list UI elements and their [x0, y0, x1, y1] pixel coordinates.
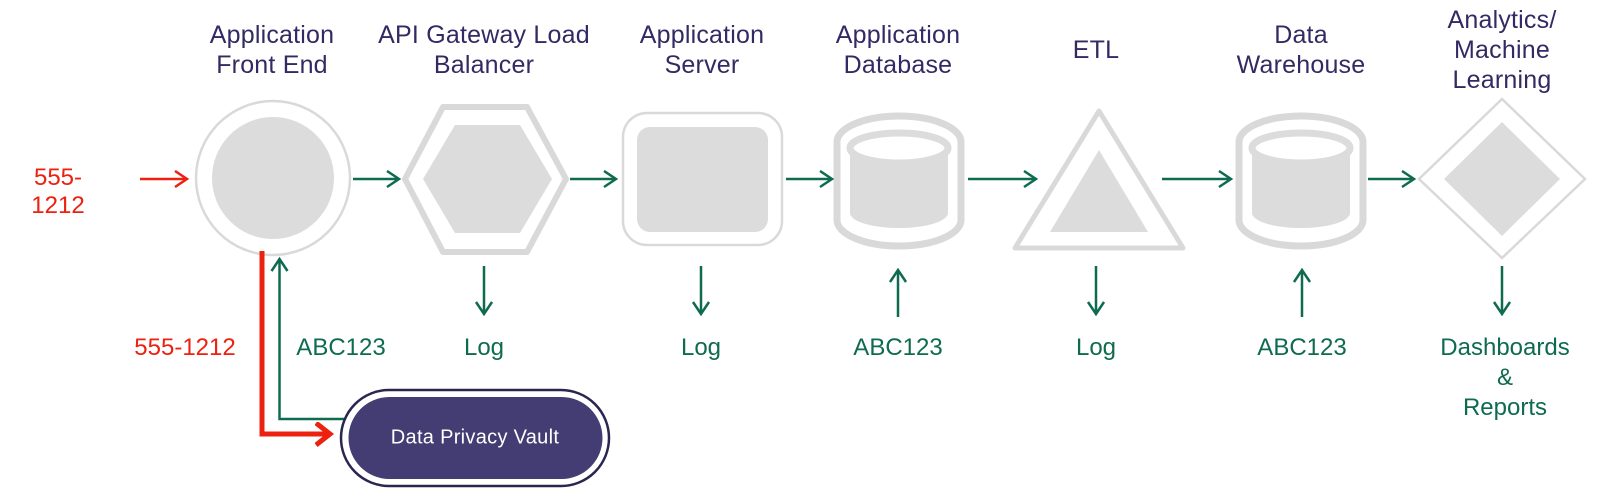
red-elbow-frontend-to-vault	[259, 251, 330, 434]
node-label-etl: ETL	[1072, 36, 1120, 64]
node-label-data-warehouse: Data Warehouse	[1236, 21, 1366, 79]
annotation-analytics-dashboards: Dashboards & Reports	[1440, 334, 1570, 421]
annotation-database-token: ABC123	[853, 334, 943, 361]
cylinder-shape-application-database	[833, 112, 965, 250]
data-privacy-vault-label: Data Privacy Vault	[390, 426, 560, 449]
annotation-warehouse-token: ABC123	[1257, 334, 1347, 361]
node-label-application-server: Application Server	[639, 21, 765, 79]
node-label-api-gateway-load-balancer: API Gateway Load Balancer	[378, 21, 590, 79]
rounded-rectangle-shape-application-server	[621, 111, 784, 247]
annotation-etl-log: Log	[1075, 334, 1117, 361]
cylinder-shape-data-warehouse	[1235, 112, 1367, 250]
annotation-gateway-log: Log	[463, 334, 505, 361]
annotation-server-log: Log	[680, 334, 722, 361]
input-value-label: 555-1212	[31, 164, 85, 219]
diamond-shape-analytics-machine-learning	[1417, 97, 1587, 260]
hexagon-shape-api-gateway-load-balancer	[402, 104, 569, 255]
node-label-application-front-end: Application Front End	[209, 21, 335, 79]
vault-request-label: 555-1212	[134, 334, 236, 361]
vault-response-label: ABC123	[296, 334, 386, 361]
node-label-application-database: Application Database	[835, 21, 961, 79]
node-label-analytics-machine-learning: Analytics/ Machine Learning	[1447, 6, 1557, 94]
triangle-shape-etl	[1012, 108, 1186, 251]
flow-arrows	[353, 179, 1502, 317]
green-elbow-vault-to-frontend	[280, 259, 350, 421]
data-privacy-vault-shape	[339, 388, 611, 488]
circle-shape-application-front-end	[194, 99, 352, 257]
